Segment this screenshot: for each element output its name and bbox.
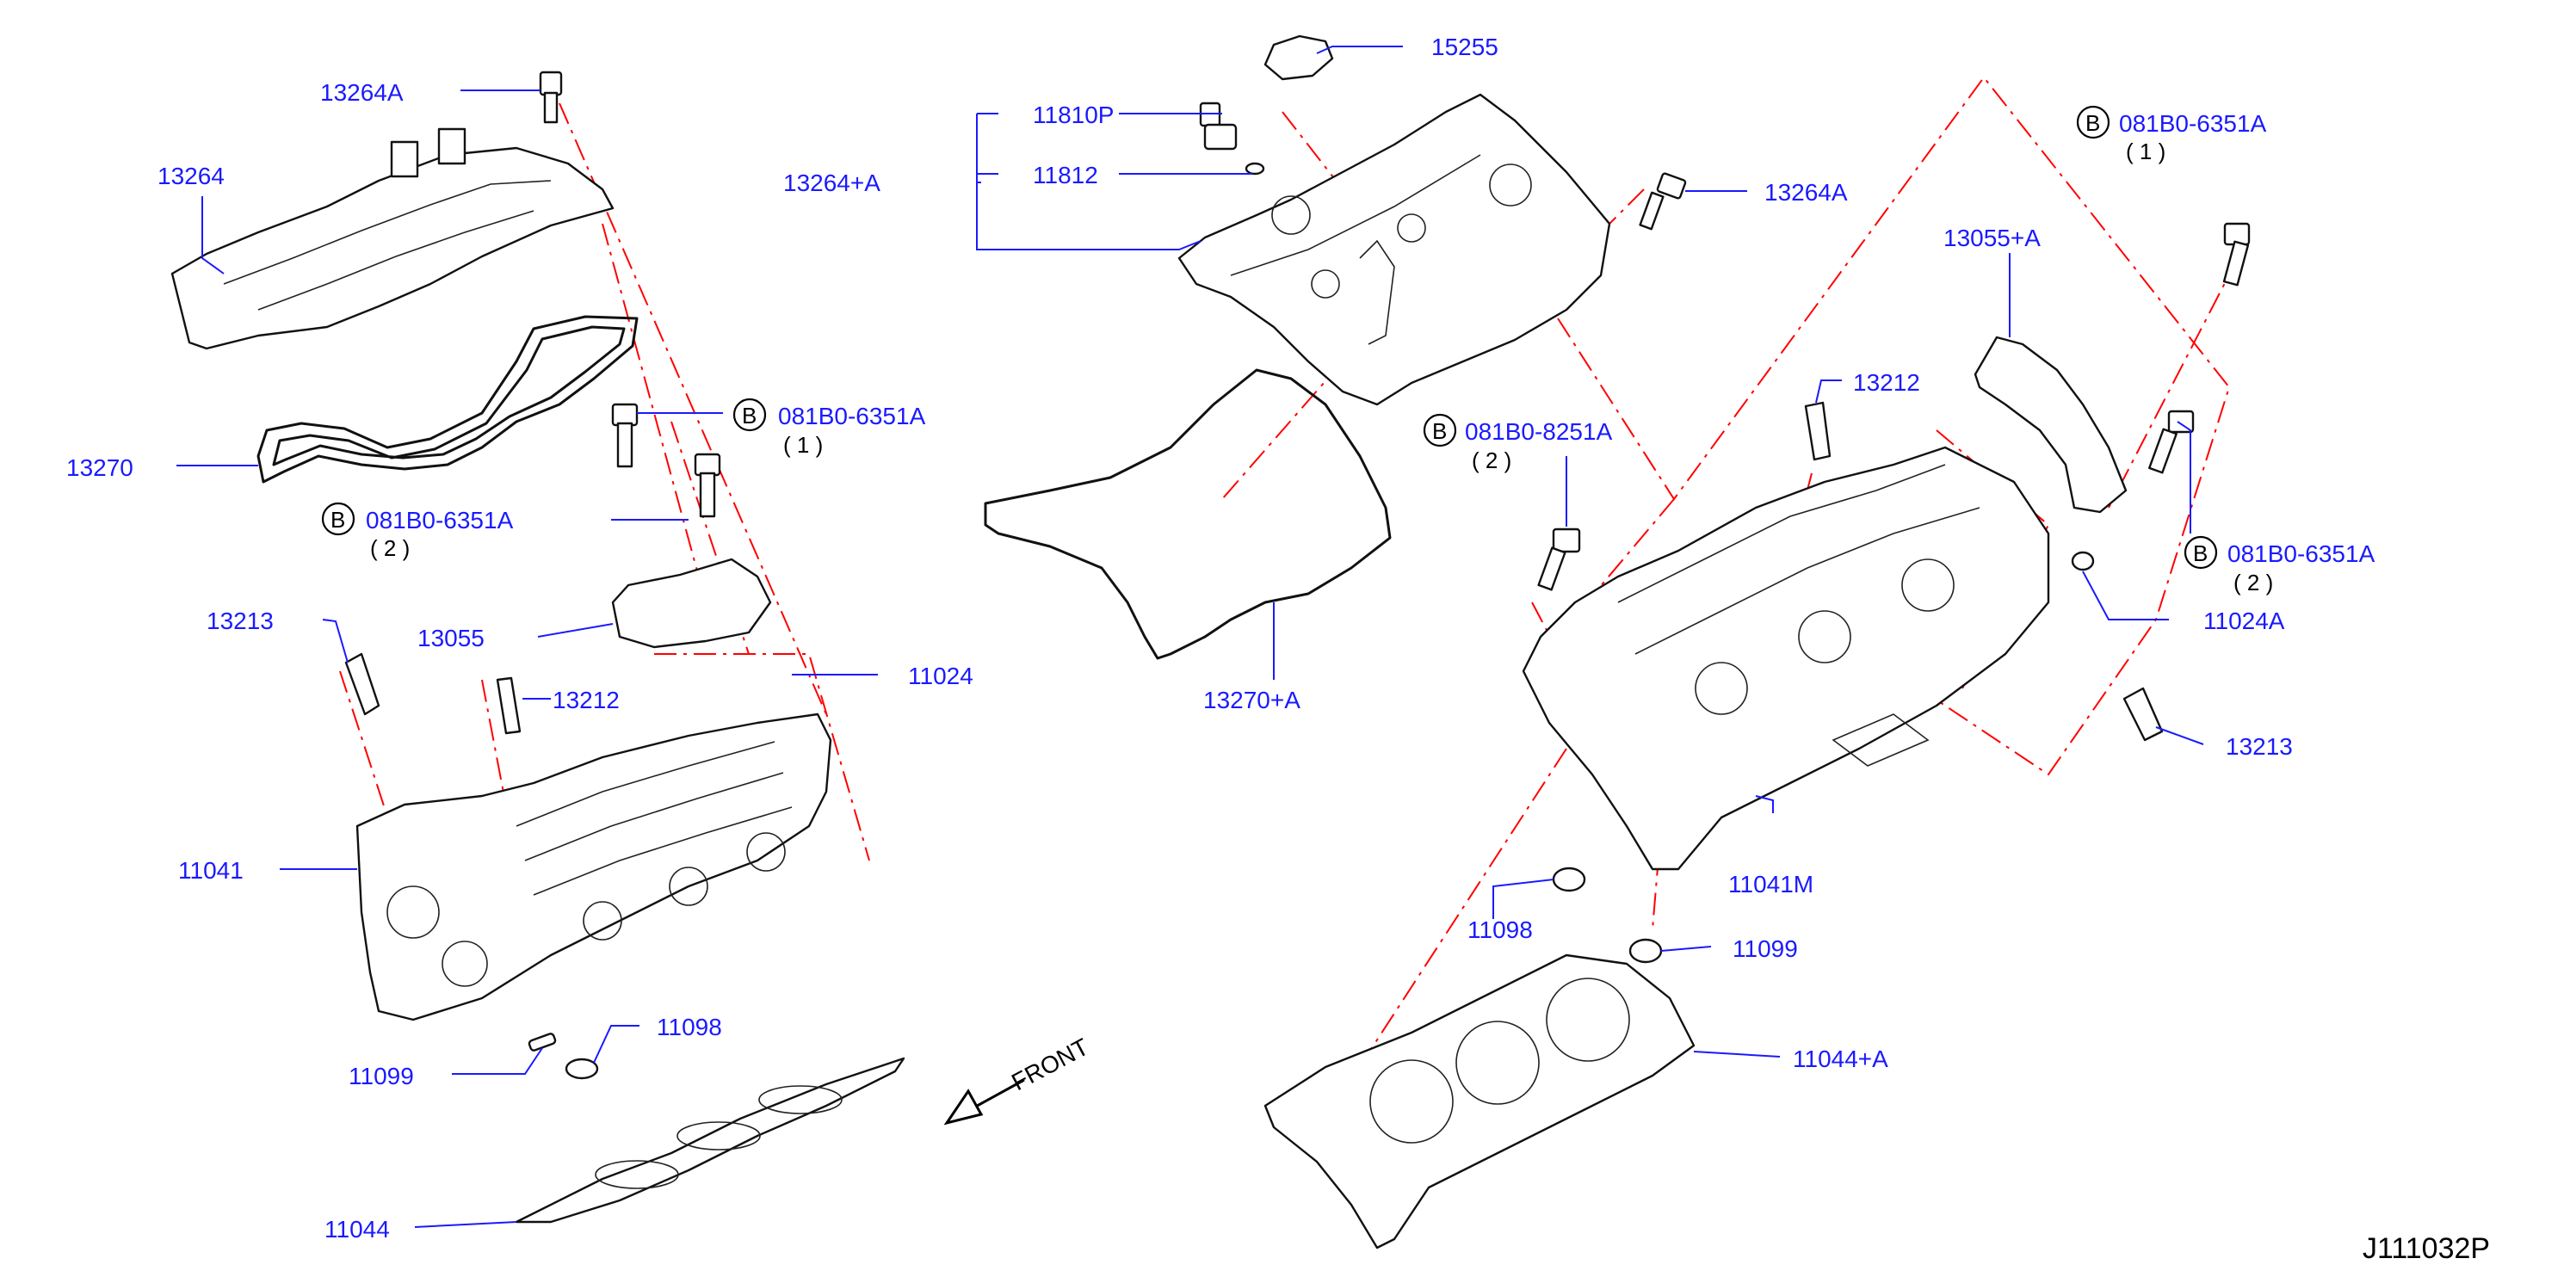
label-11099-left: 11099 xyxy=(349,1063,414,1089)
front-arrow: FRONT xyxy=(943,1033,1093,1126)
label-13264a-right: 13264A xyxy=(1764,179,1848,206)
callout-b-left-1: B 081B0-6351A ( 1 ) xyxy=(732,398,926,458)
bolt-081b0-left-2 xyxy=(694,453,721,518)
bolt-081b0-left-1 xyxy=(611,403,639,468)
label-13055: 13055 xyxy=(417,625,485,651)
label-15255: 15255 xyxy=(1431,34,1498,60)
label-13270: 13270 xyxy=(66,454,133,481)
front-label: FRONT xyxy=(1007,1033,1093,1096)
label-13212-left: 13212 xyxy=(553,687,620,713)
dowel-11099-left xyxy=(528,1033,557,1052)
label-13212-right: 13212 xyxy=(1853,369,1920,396)
qty-right-2: ( 2 ) xyxy=(2233,570,2273,595)
ring-11099-right xyxy=(1628,938,1663,964)
bolt-13264a-right xyxy=(1639,172,1687,231)
callout-b-left-2: B 081B0-6351A ( 2 ) xyxy=(321,502,514,561)
bracket-13055-plus-a xyxy=(1974,336,2128,514)
callout-b-right-1: B 081B0-6351A ( 1 ) xyxy=(2076,105,2267,164)
gasket-13270 xyxy=(256,315,639,484)
qty-8251a: ( 2 ) xyxy=(1472,447,1511,473)
bolt-081b0-right-1 xyxy=(2222,222,2251,287)
bolt-marker: B xyxy=(1432,418,1447,444)
diagram-reference: J111032P xyxy=(2363,1232,2490,1265)
bolt-13264a-left xyxy=(539,71,563,124)
label-11044: 11044 xyxy=(324,1216,390,1243)
valve-cover-13264-plus-a xyxy=(1177,93,1611,406)
bracket-13055 xyxy=(611,558,772,649)
oil-cap-15255 xyxy=(1263,34,1334,81)
head-gasket-11044-plus-a xyxy=(1263,953,1696,1249)
label-11812: 11812 xyxy=(1033,162,1098,188)
label-11024a: 11024A xyxy=(2203,608,2285,634)
bolt-081b0-8251a xyxy=(1537,527,1581,591)
label-081b0-6351a-left-1: 081B0-6351A xyxy=(778,403,926,429)
ring-11098-right xyxy=(1552,867,1586,892)
bolt-081b0-right-2 xyxy=(2148,410,2195,474)
bolt-marker: B xyxy=(330,507,345,533)
label-081b0-6351a-left-2: 081B0-6351A xyxy=(366,507,514,534)
valve-cover-13264 xyxy=(170,127,615,350)
bolt-marker: B xyxy=(742,403,757,429)
callout-b-right-2: B 081B0-6351A ( 2 ) xyxy=(2184,535,2375,595)
guide-13213-left xyxy=(344,652,380,716)
pcv-valve-11810p xyxy=(1199,102,1238,151)
guide-13212-left xyxy=(496,676,522,735)
guide-13213-right xyxy=(2122,687,2164,742)
plug-11024a xyxy=(2071,551,2095,571)
ring-11098-left xyxy=(565,1058,599,1080)
label-13213-left: 13213 xyxy=(207,608,274,634)
cylinder-head-11041m xyxy=(1522,446,2050,871)
label-13264-plus-a: 13264+A xyxy=(783,170,880,196)
label-13055-plus-a: 13055+A xyxy=(1943,225,2041,251)
label-081b0-6351a-right-2: 081B0-6351A xyxy=(2227,540,2375,567)
label-11044-plus-a: 11044+A xyxy=(1793,1046,1888,1072)
leader-lines xyxy=(176,46,2204,1228)
label-11810p: 11810P xyxy=(1033,102,1114,128)
label-11099-right: 11099 xyxy=(1733,935,1798,962)
bolt-marker: B xyxy=(2085,110,2100,136)
label-11098-left: 11098 xyxy=(657,1014,722,1040)
qty-right-1: ( 1 ) xyxy=(2126,139,2165,164)
grommet-11812 xyxy=(1245,162,1265,176)
label-11041: 11041 xyxy=(178,857,244,884)
head-gasket-11044 xyxy=(515,1057,905,1224)
qty-left-2: ( 2 ) xyxy=(370,535,410,561)
label-11098-right: 11098 xyxy=(1467,916,1533,943)
callout-b-8251a: B 081B0-8251A ( 2 ) xyxy=(1423,413,1613,473)
label-11024: 11024 xyxy=(908,663,973,689)
qty-left-1: ( 1 ) xyxy=(783,432,823,458)
label-13270-plus-a: 13270+A xyxy=(1203,687,1300,713)
label-13264a-left: 13264A xyxy=(320,79,404,106)
bolt-marker: B xyxy=(2193,540,2208,566)
label-13264: 13264 xyxy=(158,163,225,189)
cylinder-head-11041 xyxy=(355,713,832,1021)
gasket-13270-plus-a xyxy=(984,368,1392,660)
label-13213-right: 13213 xyxy=(2226,733,2293,760)
gasket-13270-inner xyxy=(272,325,626,466)
guide-13212-right xyxy=(1804,401,1832,461)
label-081b0-6351a-right-1: 081B0-6351A xyxy=(2119,110,2267,137)
label-11041m: 11041M xyxy=(1728,871,1813,898)
label-081b0-8251a: 081B0-8251A xyxy=(1465,418,1613,445)
